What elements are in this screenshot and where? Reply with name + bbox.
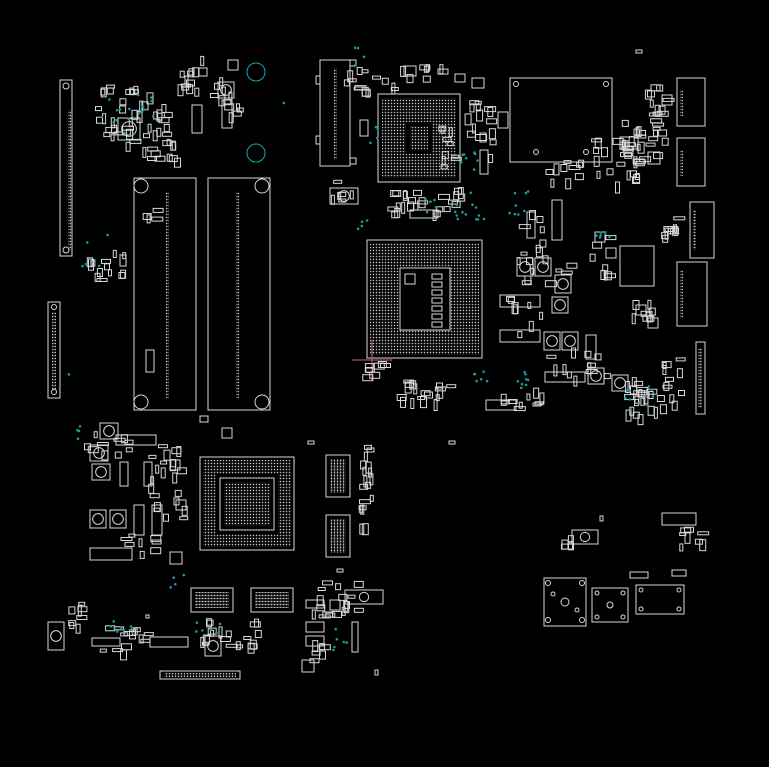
usb-connector-block[interactable] [543,577,587,627]
side-connector-left[interactable] [59,79,73,257]
mounting-holes [246,62,266,163]
side-connector-right[interactable] [676,77,715,415]
top-right-module[interactable] [509,77,613,163]
top-vertical-connector[interactable] [315,59,357,167]
dimm-slot-a[interactable] [133,177,197,411]
cpu-socket-cap-column [431,273,443,328]
hdmi-connector-block[interactable] [635,584,685,615]
cpu-socket[interactable] [366,239,483,359]
vram-chip-2[interactable] [325,514,351,558]
cursor-crosshair [352,340,392,380]
vias [67,46,655,652]
vram-chip-1[interactable] [325,454,351,498]
side-connector-left-lower[interactable] [47,301,61,399]
dimm-slot-b[interactable] [199,177,271,423]
passive-components [47,49,710,676]
vram-chip-4[interactable] [250,587,294,613]
audio-jack-block[interactable] [591,587,629,623]
lan-chip[interactable] [619,245,655,287]
bottom-pin-header[interactable] [159,670,241,680]
gpu-chip[interactable] [199,456,295,551]
vram-chip-3[interactable] [190,587,234,613]
